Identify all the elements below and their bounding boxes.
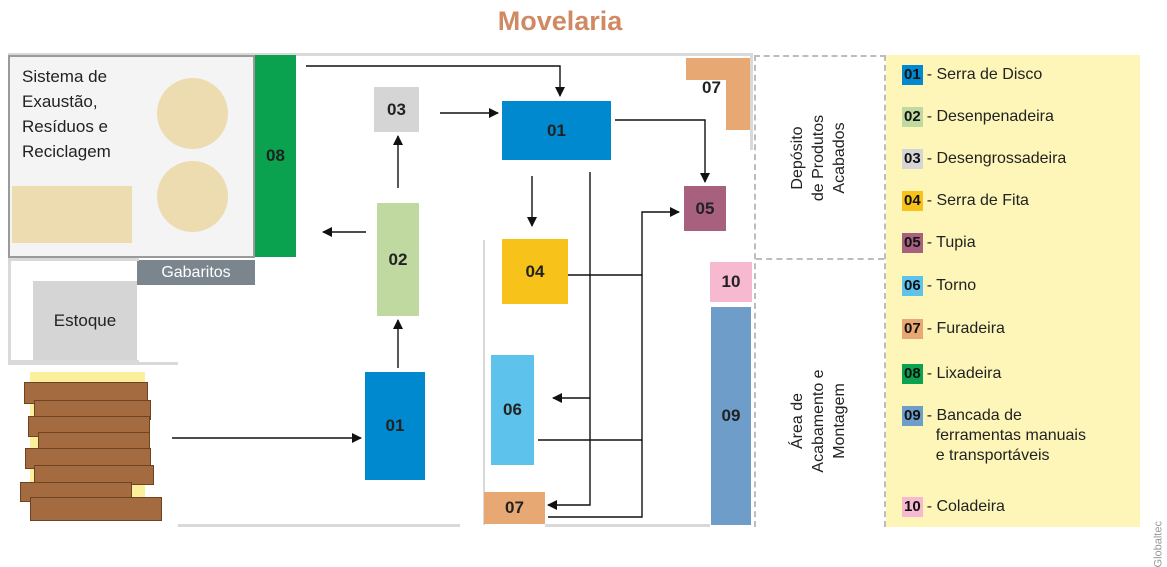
- legend-item-04: 04 - Serra de Fita: [902, 191, 1029, 211]
- machine-10-label: 10: [721, 272, 741, 291]
- machine-09-label: 09: [721, 406, 741, 425]
- legend-item-05: 05 - Tupia: [902, 233, 976, 253]
- depot-divider: [756, 258, 884, 260]
- legend-code-09: 09: [902, 406, 923, 426]
- machine-04: 04: [502, 239, 568, 304]
- legend-code-06: 06: [902, 276, 923, 296]
- legend-item-02: 02 - Desenpenadeira: [902, 107, 1054, 127]
- legend-panel: 01 - Serra de Disco 02 - Desenpenadeira …: [886, 55, 1140, 527]
- legend-code-07: 07: [902, 319, 923, 339]
- exhaust-label-line-2: Exaustão,: [22, 92, 98, 111]
- arrow-07-to-connector: [548, 440, 643, 518]
- stock-label: Estoque: [53, 310, 117, 330]
- partition-wall: [483, 240, 485, 525]
- machine-07-bottom: 07: [484, 492, 545, 524]
- depot-finishing-area: [754, 55, 886, 527]
- bottom-wall-right: [545, 524, 710, 527]
- arrow-01-to-07: [547, 172, 591, 510]
- machine-10: 10: [710, 262, 752, 302]
- exhaust-disk-top: [157, 78, 228, 149]
- legend-label-07: - Furadeira: [926, 320, 1005, 337]
- legend-code-10: 10: [902, 497, 923, 517]
- machine-08-label: 08: [266, 146, 285, 165]
- legend-label-01: - Serra de Disco: [926, 66, 1043, 83]
- bottom-wall-left: [178, 524, 460, 527]
- stock-zone-frame: [8, 258, 139, 363]
- machine-03-label: 03: [387, 99, 406, 119]
- gabaritos-area: Gabaritos: [137, 260, 255, 285]
- exhaust-zone-label: Sistema de Exaustão, Resíduos e Reciclag…: [22, 64, 111, 164]
- legend-label-06: - Torno: [926, 277, 977, 294]
- machine-05-label: 05: [695, 198, 715, 218]
- arrow-04-to-05: [568, 207, 680, 276]
- legend-item-06: 06 - Torno: [902, 276, 976, 296]
- legend-code-03: 03: [902, 149, 923, 169]
- legend-code-04: 04: [902, 191, 923, 211]
- legend-code-01: 01: [902, 65, 923, 85]
- machine-05: 05: [684, 186, 726, 231]
- legend-code-02: 02: [902, 107, 923, 127]
- exhaust-container: [12, 186, 132, 243]
- machine-08: 08: [255, 55, 296, 257]
- machine-03: 03: [374, 87, 419, 132]
- machine-06: 06: [491, 355, 534, 465]
- machine-02-label: 02: [388, 249, 408, 269]
- stock-zone-floor: [8, 362, 178, 365]
- legend-label-05: - Tupia: [926, 234, 976, 251]
- legend-item-03: 03 - Desengrossadeira: [902, 149, 1066, 169]
- exhaust-label-line-4: Reciclagem: [22, 142, 111, 161]
- legend-label-08: - Lixadeira: [926, 365, 1002, 382]
- machine-01-bottom-label: 01: [385, 416, 405, 435]
- legend-label-03: - Desengrossadeira: [926, 150, 1067, 167]
- machine-07-top: 07: [686, 58, 750, 130]
- legend-item-10: 10 - Coladeira: [902, 497, 1005, 517]
- legend-item-08: 08 - Lixadeira: [902, 364, 1001, 384]
- machine-07-top-label: 07: [702, 78, 721, 97]
- exhaust-label-line-3: Resíduos e: [22, 117, 108, 136]
- legend-label-10: - Coladeira: [926, 498, 1005, 515]
- legend-label-09-line-3: e transportáveis: [935, 447, 1050, 464]
- legend-item-01: 01 - Serra de Disco: [902, 65, 1042, 85]
- arrow-08-to-01: [306, 65, 565, 97]
- machine-07-bottom-label: 07: [505, 498, 524, 517]
- machine-09: 09: [711, 307, 751, 525]
- diagram-title: Movelaria: [497, 6, 623, 36]
- production-right-wall: [750, 55, 753, 150]
- legend-code-05: 05: [902, 233, 923, 253]
- legend-item-09: 09 - Bancada de ferramentas manuais e tr…: [902, 406, 1086, 466]
- machine-04-label: 04: [525, 261, 545, 281]
- legend-label-09: - Bancada de: [926, 407, 1022, 424]
- legend-label-02: - Desenpenadeira: [926, 108, 1054, 125]
- image-credit: Globaltec: [1152, 521, 1164, 567]
- machine-06-label: 06: [503, 400, 522, 419]
- stock-area: Estoque: [33, 281, 137, 360]
- arrow-01-to-05: [615, 119, 710, 183]
- flow-arrows: [172, 65, 710, 518]
- machine-01-top: 01: [502, 101, 611, 160]
- legend-code-08: 08: [902, 364, 923, 384]
- machine-01-bottom: 01: [365, 372, 425, 480]
- exhaust-disk-bottom: [157, 161, 228, 232]
- gabaritos-label: Gabaritos: [161, 263, 231, 281]
- legend-item-07: 07 - Furadeira: [902, 319, 1005, 339]
- top-wall: [8, 53, 753, 56]
- machine-02: 02: [377, 203, 419, 316]
- exhaust-label-line-1: Sistema de: [22, 67, 108, 86]
- machine-01-top-label: 01: [547, 120, 566, 140]
- legend-label-04: - Serra de Fita: [926, 192, 1029, 209]
- machine-07-top-bar-v: [726, 58, 750, 130]
- legend-label-09-line-2: ferramentas manuais: [935, 427, 1086, 444]
- lumber-pile: [20, 372, 165, 522]
